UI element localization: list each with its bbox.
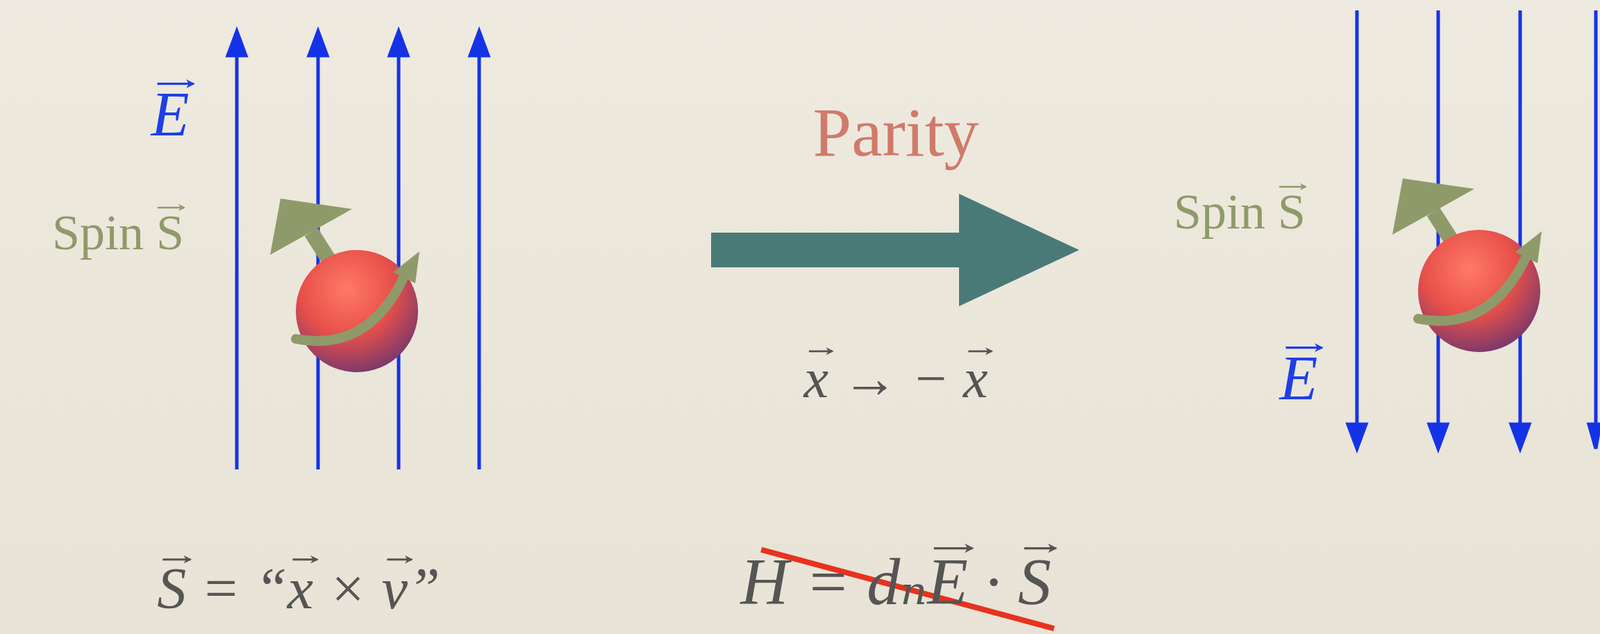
- electric-field-lines: [227, 31, 489, 470]
- spin-label: Spin S: [1173, 183, 1306, 241]
- neutron: [1392, 178, 1542, 353]
- spin-arrowhead: [1392, 178, 1475, 235]
- edm-hamiltonian: H = dₙE · S: [740, 543, 1052, 621]
- rotation-arrow: [295, 276, 405, 341]
- field-line: [397, 48, 401, 470]
- spin-arrowhead: [270, 198, 353, 255]
- field-symbol: E: [151, 78, 190, 151]
- field-line: [235, 48, 239, 470]
- field-arrowhead: [309, 31, 328, 56]
- parity-rule: x → − x: [804, 346, 989, 411]
- spin-definition: S = “x × v”: [156, 555, 440, 623]
- field-arrowhead: [1588, 424, 1600, 449]
- field-line: [477, 48, 482, 470]
- field-arrowhead: [1511, 424, 1530, 449]
- electric-field-lines: [1347, 10, 1600, 449]
- rotation-arrow: [1418, 256, 1527, 321]
- spin-label: Spin S: [52, 204, 185, 262]
- transformation-arrow: [711, 193, 1080, 307]
- field-arrowhead: [389, 31, 408, 56]
- field-line: [316, 48, 321, 470]
- field-arrowhead: [470, 31, 489, 56]
- neutron: [270, 198, 420, 373]
- field-line: [1594, 10, 1598, 431]
- field-line: [1518, 10, 1523, 431]
- field-arrowhead: [1429, 424, 1448, 449]
- field-arrowhead: [1347, 424, 1366, 449]
- rotation-arrowhead: [1515, 231, 1542, 264]
- field-symbol: E: [1279, 342, 1319, 415]
- transformation-title: Parity: [813, 92, 980, 173]
- rotation-arrowhead: [393, 251, 420, 284]
- field-arrowhead: [227, 31, 246, 56]
- field-line: [1355, 10, 1360, 431]
